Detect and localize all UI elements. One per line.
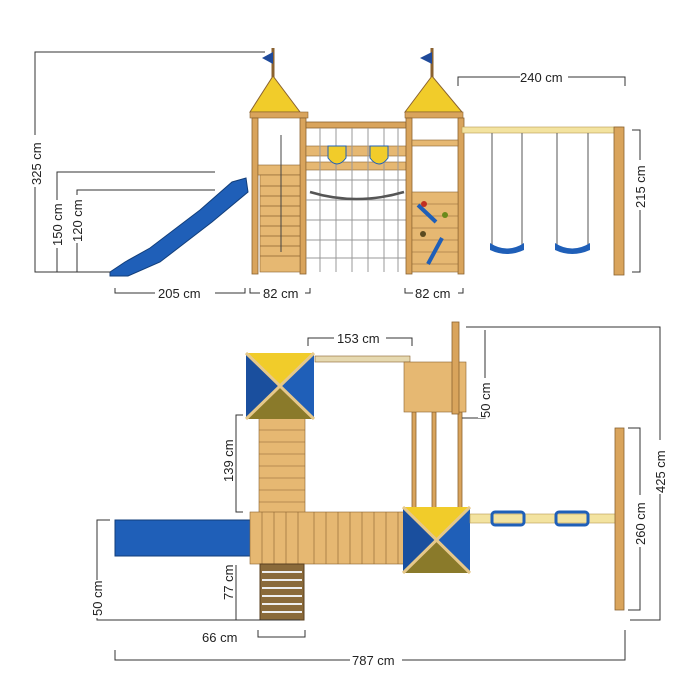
top-view: 153 cm 50 cm 425 cm 260 cm 139 cm 50 cm … bbox=[90, 321, 668, 668]
left-tower bbox=[249, 48, 309, 275]
dim-stairs-length: 77 cm bbox=[221, 565, 236, 600]
swing-seat bbox=[490, 243, 524, 254]
slide-top bbox=[114, 519, 254, 557]
dim-swing-height: 215 cm bbox=[633, 165, 648, 208]
climbing-net bbox=[305, 121, 407, 272]
dim-swing-beam-length: 240 cm bbox=[520, 70, 563, 85]
dim-swing-frame-width: 260 cm bbox=[633, 502, 648, 545]
sword-icon bbox=[416, 203, 438, 224]
top-dimension-lines bbox=[96, 326, 661, 661]
sword-icon bbox=[426, 237, 444, 265]
dim-deck-length: 139 cm bbox=[221, 439, 236, 482]
dim-platform-depth: 50 cm bbox=[478, 383, 493, 418]
dim-total-depth: 425 cm bbox=[653, 450, 668, 493]
dim-platform-height-low: 120 cm bbox=[70, 199, 85, 242]
flag-icon bbox=[420, 52, 432, 64]
left-tower-top bbox=[244, 351, 316, 421]
right-tower-top bbox=[401, 505, 472, 575]
right-tower bbox=[404, 48, 465, 275]
shield-icon bbox=[327, 145, 347, 165]
dim-slide-length: 205 cm bbox=[158, 286, 201, 301]
front-dimension-lines bbox=[34, 51, 641, 294]
dim-right-tower-width: 82 cm bbox=[415, 286, 450, 301]
flag-icon bbox=[262, 52, 273, 64]
dim-bridge-length: 153 cm bbox=[337, 331, 380, 346]
shield-icon bbox=[369, 145, 389, 165]
climbing-wall bbox=[411, 191, 459, 273]
dim-left-tower-width: 82 cm bbox=[263, 286, 298, 301]
dim-total-height: 325 cm bbox=[29, 142, 44, 185]
swing-seat bbox=[555, 243, 590, 254]
swing-set bbox=[461, 126, 625, 276]
slide bbox=[109, 177, 249, 277]
dim-platform-height-high: 150 cm bbox=[50, 203, 65, 246]
dim-slide-width: 50 cm bbox=[90, 581, 105, 616]
dim-stairs-width: 66 cm bbox=[202, 630, 237, 645]
tower-roof bbox=[404, 75, 464, 113]
tower-roof bbox=[249, 75, 301, 113]
ladder bbox=[259, 135, 301, 273]
stairs-top bbox=[259, 563, 305, 621]
front-view: 325 cm 150 cm 120 cm 205 cm 82 cm 82 cm … bbox=[29, 48, 648, 301]
dim-total-width: 787 cm bbox=[352, 653, 395, 668]
